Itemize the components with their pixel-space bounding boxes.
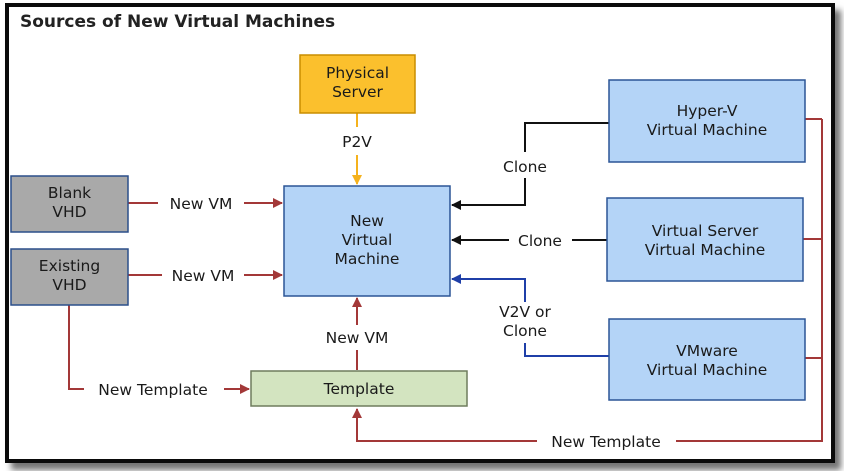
label-existing-new-vm: New VM	[172, 267, 235, 285]
node-physical-server-line2: Server	[332, 83, 383, 101]
node-existing-vhd-line2: VHD	[52, 276, 86, 294]
node-vserver-line1: Virtual Server	[652, 222, 759, 240]
node-hyperv-line1: Hyper-V	[677, 102, 738, 120]
node-physical-server-line1: Physical	[326, 64, 389, 82]
edge-vmware-upper	[451, 274, 526, 302]
node-hyperv-vm[interactable]: Hyper-V Virtual Machine	[608, 79, 806, 163]
edge-right-template-upper	[676, 119, 823, 442]
node-existing-vhd[interactable]: Existing VHD	[10, 248, 129, 306]
node-template-label: Template	[323, 380, 395, 398]
node-vmware-line1: VMware	[676, 342, 738, 360]
edge-hyperv-clone-upper	[524, 122, 609, 152]
edge-hyperv-clone-lower	[451, 178, 526, 210]
node-new-virtual-machine[interactable]: New Virtual Machine	[283, 185, 451, 297]
node-blank-vhd-line2: VHD	[52, 203, 86, 221]
edge-existing-template-down	[68, 305, 84, 390]
label-blank-new-vm: New VM	[170, 195, 233, 213]
node-existing-vhd-line1: Existing	[39, 257, 100, 275]
label-vserver-clone: Clone	[518, 232, 562, 250]
node-vmware-line2: Virtual Machine	[647, 361, 767, 379]
node-vserver-line2: Virtual Machine	[645, 241, 765, 259]
label-p2v: P2V	[342, 133, 372, 151]
node-physical-server[interactable]: Physical Server	[299, 54, 416, 114]
node-new-vm-line3: Machine	[335, 250, 400, 268]
node-template[interactable]: Template	[250, 370, 468, 407]
node-blank-vhd-line1: Blank	[48, 184, 91, 202]
label-vmware-v2v-line1: V2V or	[499, 303, 551, 321]
node-new-vm-line1: New	[350, 212, 384, 230]
node-virtual-server-vm[interactable]: Virtual Server Virtual Machine	[606, 197, 804, 282]
edge-vmware-lower	[524, 343, 609, 357]
node-blank-vhd[interactable]: Blank VHD	[10, 175, 129, 233]
diagram-title: Sources of New Virtual Machines	[20, 12, 335, 32]
edge-right-template-lower	[352, 408, 537, 442]
label-hyperv-clone: Clone	[503, 158, 547, 176]
label-right-new-template: New Template	[551, 433, 660, 451]
node-new-vm-line2: Virtual	[342, 231, 393, 249]
label-existing-new-template: New Template	[98, 381, 207, 399]
node-hyperv-line2: Virtual Machine	[647, 121, 767, 139]
node-vmware-vm[interactable]: VMware Virtual Machine	[608, 318, 806, 401]
label-vmware-v2v-line2: Clone	[503, 322, 547, 340]
label-template-new-vm: New VM	[326, 329, 389, 347]
